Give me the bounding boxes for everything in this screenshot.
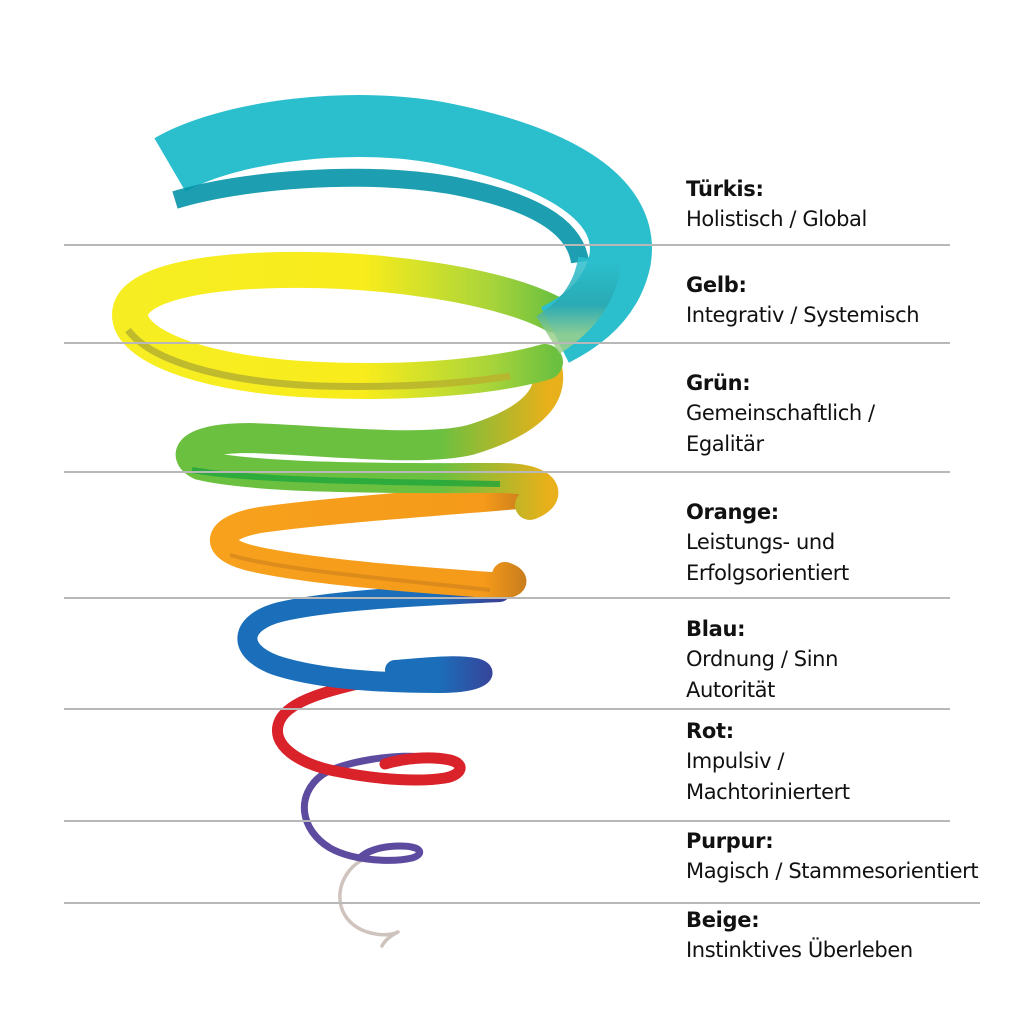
level-title: Gelb: <box>686 273 747 297</box>
level-description: Integrativ / Systemisch <box>686 303 920 327</box>
level-label-tuerkis: Türkis: Holistisch / Global <box>686 174 867 235</box>
level-label-beige: Beige: Instinktives Überleben <box>686 905 913 966</box>
level-title: Blau: <box>686 617 746 641</box>
level-description: Instinktives Überleben <box>686 938 913 962</box>
level-description: Magisch / Stammesorientiert <box>686 859 979 883</box>
level-label-gruen: Grün: Gemeinschaftlich / Egalitär <box>686 368 875 460</box>
level-description: Autorität <box>686 678 775 702</box>
level-description: Egalitär <box>686 432 764 456</box>
level-title: Türkis: <box>686 177 764 201</box>
level-title: Orange: <box>686 500 779 524</box>
level-description: Gemeinschaftlich / <box>686 401 875 425</box>
level-title: Grün: <box>686 371 751 395</box>
level-divider <box>64 342 950 344</box>
level-title: Rot: <box>686 719 734 743</box>
spiral-segment-beige <box>338 858 400 948</box>
level-divider <box>64 708 950 710</box>
level-divider <box>64 471 950 473</box>
spiral-segment-tuerkis <box>154 95 652 363</box>
spiral-segment-gelb <box>111 251 573 399</box>
level-label-gelb: Gelb: Integrativ / Systemisch <box>686 270 920 331</box>
level-title: Beige: <box>686 908 760 932</box>
level-divider <box>64 820 950 822</box>
level-divider <box>64 244 950 246</box>
level-description: Ordnung / Sinn <box>686 647 838 671</box>
spiral-segment-blau <box>237 582 510 694</box>
level-label-rot: Rot: Impulsiv / Machtoriniertert <box>686 716 850 808</box>
level-description: Impulsiv / <box>686 749 785 773</box>
level-title: Purpur: <box>686 829 774 853</box>
spiral-segment-gruen <box>175 347 564 520</box>
level-label-purpur: Purpur: Magisch / Stammesorientiert <box>686 826 979 887</box>
level-divider <box>64 902 980 904</box>
spiral-segment-orange <box>210 482 543 599</box>
level-description: Erfolgsorientiert <box>686 561 849 585</box>
level-label-blau: Blau: Ordnung / Sinn Autorität <box>686 614 838 706</box>
level-description: Machtoriniertert <box>686 780 850 804</box>
level-description: Holistisch / Global <box>686 207 867 231</box>
level-divider <box>64 597 950 599</box>
level-description: Leistungs- und <box>686 530 835 554</box>
spiral-segment-rot <box>272 674 466 786</box>
level-label-orange: Orange: Leistungs- und Erfolgsorientiert <box>686 497 849 589</box>
